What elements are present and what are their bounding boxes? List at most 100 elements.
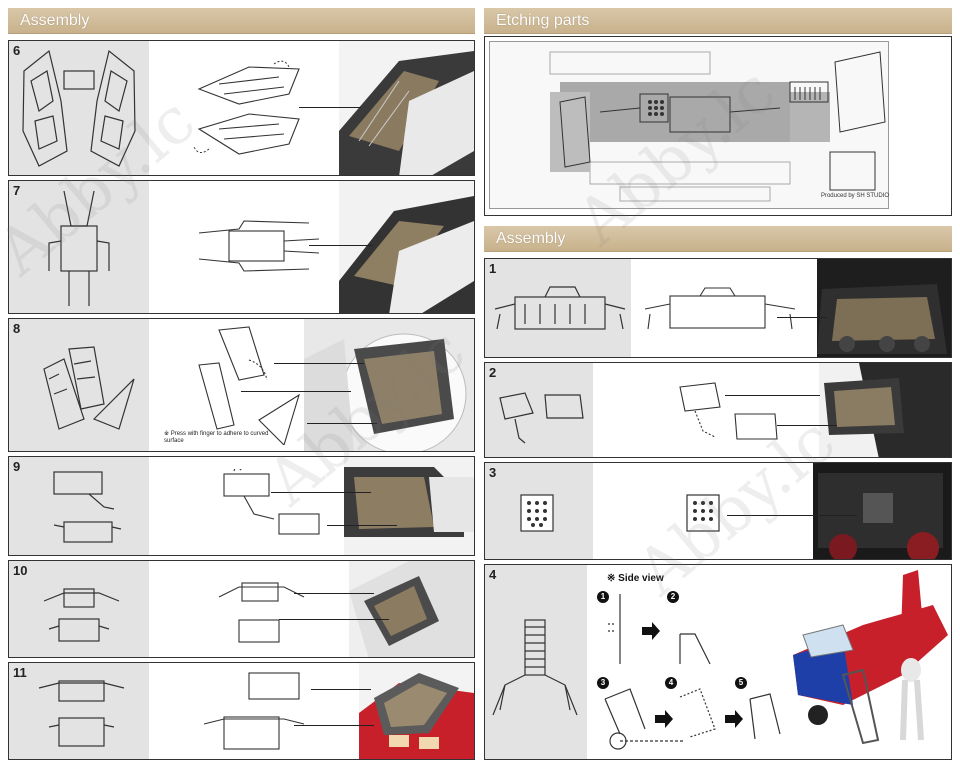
step-4: 4 ※ Side view 1 2 3 4 5 bbox=[484, 564, 952, 760]
leader-line bbox=[299, 107, 361, 108]
model-photo-icon bbox=[359, 663, 474, 759]
part-panel bbox=[485, 565, 587, 759]
step-9: 9 bbox=[8, 456, 475, 556]
leader-line bbox=[727, 515, 857, 516]
exploded-parts bbox=[640, 284, 800, 344]
part-panel bbox=[9, 319, 149, 451]
exploded-frame-icon bbox=[198, 220, 320, 272]
exploded-console-icon bbox=[679, 382, 778, 440]
step-6: 6 bbox=[8, 40, 475, 176]
model-photo-icon bbox=[339, 41, 474, 175]
step-number: 2 bbox=[489, 365, 497, 380]
step-number: 6 bbox=[13, 43, 21, 58]
press-note: ※ Press with finger to adhere to curved … bbox=[164, 431, 269, 444]
photo-step-10 bbox=[349, 561, 474, 657]
sub-step-number: 2 bbox=[667, 591, 679, 603]
part-panel bbox=[485, 259, 631, 357]
sub-step-number: 5 bbox=[735, 677, 747, 689]
side-view-diagram bbox=[590, 589, 800, 759]
photo-step-8 bbox=[304, 319, 474, 451]
part-panel bbox=[485, 363, 593, 457]
exploded-parts bbox=[214, 575, 314, 655]
step-2: 2 bbox=[484, 362, 952, 458]
etch-part-grille-icon bbox=[520, 494, 554, 532]
leader-line bbox=[777, 317, 827, 318]
part-panel bbox=[9, 41, 149, 175]
step-10: 10 bbox=[8, 560, 475, 658]
etch-part-wings-icon bbox=[22, 49, 136, 167]
etch-part-cockpit-frame-icon bbox=[494, 286, 626, 330]
photo-step-7 bbox=[339, 181, 474, 313]
sub-step-number: 3 bbox=[597, 677, 609, 689]
exploded-brackets-icon bbox=[223, 469, 320, 535]
step-8: 8 ※ Press with finger to bbox=[8, 318, 475, 452]
exploded-parts bbox=[685, 493, 725, 533]
exploded-parts bbox=[189, 211, 329, 281]
step-3: 3 bbox=[484, 462, 952, 560]
model-photo-icon bbox=[819, 363, 951, 457]
exploded-panels-icon bbox=[198, 326, 300, 445]
exploded-cockpit-frame-icon bbox=[644, 287, 796, 330]
step-1: 1 bbox=[484, 258, 952, 358]
part-panel bbox=[9, 181, 149, 313]
leader-line bbox=[725, 395, 820, 396]
model-photo-icon bbox=[349, 561, 474, 657]
leader-line bbox=[327, 525, 397, 526]
part-panel bbox=[9, 457, 149, 555]
model-photo-icon bbox=[817, 259, 951, 357]
leader-line bbox=[271, 492, 371, 493]
assembly-title-right: Assembly bbox=[484, 226, 952, 252]
etch-part-frame-icon bbox=[48, 190, 110, 306]
etch-part-brackets-icon bbox=[53, 471, 122, 543]
sub-step-number: 4 bbox=[665, 677, 677, 689]
photo-step-1 bbox=[817, 259, 951, 357]
model-photo-icon bbox=[339, 181, 474, 313]
step-number: 8 bbox=[13, 321, 21, 336]
photo-step-6 bbox=[339, 41, 474, 175]
exploded-grille-icon bbox=[686, 494, 720, 532]
assembly-title-left: Assembly bbox=[8, 8, 475, 34]
leader-line bbox=[294, 725, 374, 726]
etch-part-seats-icon bbox=[38, 680, 125, 747]
etching-sheet-box: Produced by SH STUDIO bbox=[484, 36, 952, 216]
photo-step-3 bbox=[813, 463, 951, 559]
exploded-parts bbox=[214, 469, 324, 554]
step-number: 9 bbox=[13, 459, 21, 474]
model-photo-icon bbox=[813, 463, 951, 559]
step-7: 7 bbox=[8, 180, 475, 314]
step-number: 11 bbox=[13, 665, 27, 680]
core-fighter-photo-icon bbox=[783, 565, 951, 759]
part-panel bbox=[9, 663, 149, 759]
etch-part-arms-icon bbox=[43, 588, 120, 642]
exploded-parts bbox=[199, 669, 319, 759]
photo-step-9 bbox=[344, 457, 474, 555]
model-photo-icon bbox=[304, 319, 474, 451]
leader-line bbox=[777, 425, 837, 426]
step-number: 7 bbox=[13, 183, 21, 198]
photo-step-4 bbox=[783, 565, 951, 759]
etching-parts-title: Etching parts bbox=[484, 8, 952, 34]
photo-step-11 bbox=[359, 663, 474, 759]
photo-step-2 bbox=[819, 363, 951, 457]
leader-line bbox=[309, 245, 373, 246]
exploded-parts bbox=[675, 379, 785, 449]
exploded-seats-icon bbox=[203, 672, 305, 750]
etching-fret-icon bbox=[490, 42, 888, 208]
etch-part-ladder-icon bbox=[492, 619, 578, 716]
step-number: 1 bbox=[489, 261, 497, 276]
step-number: 3 bbox=[489, 465, 497, 480]
etch-part-panels-icon bbox=[43, 346, 135, 430]
step-11: 11 bbox=[8, 662, 475, 760]
exploded-parts bbox=[189, 59, 319, 159]
sub-step-number: 1 bbox=[597, 591, 609, 603]
leader-line bbox=[294, 593, 374, 594]
leader-line bbox=[307, 423, 377, 424]
leader-line bbox=[241, 391, 351, 392]
leader-line bbox=[311, 689, 371, 690]
etching-credit: Produced by SH STUDIO bbox=[820, 193, 889, 199]
side-view-label: ※ Side view bbox=[607, 573, 664, 584]
exploded-parts bbox=[189, 325, 319, 445]
etching-sheet bbox=[489, 41, 889, 209]
exploded-wings-icon bbox=[193, 60, 300, 155]
etch-part-console-icon bbox=[499, 392, 584, 444]
